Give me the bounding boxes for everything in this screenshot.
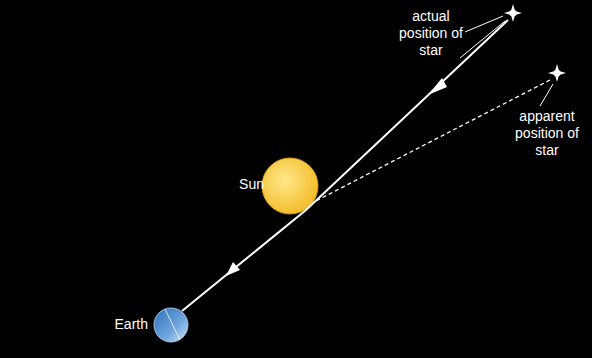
light-ray — [182, 20, 508, 311]
leader-line — [460, 21, 505, 58]
star-symbol — [504, 4, 522, 22]
ray-arrowhead — [428, 78, 447, 95]
star-symbol — [548, 64, 566, 82]
leader-line — [540, 84, 553, 106]
apparent-ray — [312, 80, 550, 203]
star-label: apparent position of star — [506, 108, 588, 159]
star-label: actual position of star — [392, 8, 470, 59]
earth-axis — [165, 309, 180, 340]
ray-arrowhead — [226, 262, 240, 276]
body-label: Earth — [115, 316, 148, 333]
body-label: Sun — [239, 176, 264, 193]
earth-disc — [154, 308, 188, 342]
leader-line — [465, 16, 503, 32]
